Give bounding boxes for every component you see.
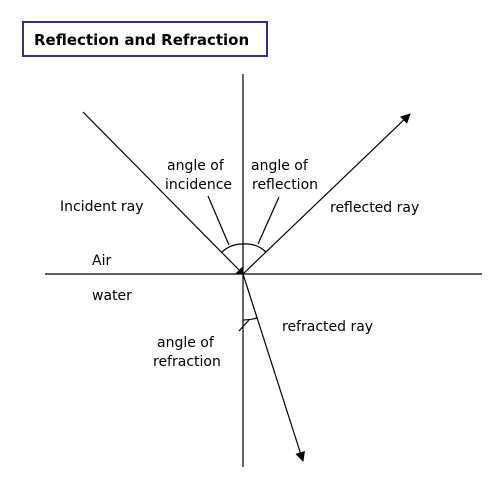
- incidence-arc: [221, 243, 244, 253]
- angle-of-incidence-label-1: angle of: [167, 158, 225, 174]
- air-label: Air: [92, 253, 111, 269]
- angle-of-reflection-label-2: reflection: [252, 177, 318, 193]
- incidence-pointer: [207, 195, 230, 246]
- angle-of-refraction-label-1: angle of: [157, 335, 215, 351]
- refraction-pointer: [238, 319, 250, 332]
- reflection-pointer: [257, 196, 280, 245]
- reflection-arc: [242, 243, 267, 253]
- angle-of-incidence-label-2: incidence: [165, 177, 232, 193]
- diagram-title: Reflection and Refraction: [34, 31, 250, 49]
- refraction-arc: [242, 317, 258, 321]
- incident-ray-label: Incident ray: [60, 199, 144, 215]
- reflected-ray-label: reflected ray: [330, 200, 419, 216]
- refracted-ray-label: refracted ray: [282, 319, 373, 335]
- reflected-ray-line: [242, 113, 411, 275]
- refracted-ray-line: [242, 273, 306, 462]
- title-box: Reflection and Refraction: [22, 21, 268, 57]
- origin-marker: [235, 266, 243, 274]
- angle-of-reflection-label-1: angle of: [251, 158, 309, 174]
- incident-ray-line: [82, 111, 244, 275]
- angle-of-refraction-label-2: refraction: [153, 354, 221, 370]
- water-label: water: [92, 288, 132, 304]
